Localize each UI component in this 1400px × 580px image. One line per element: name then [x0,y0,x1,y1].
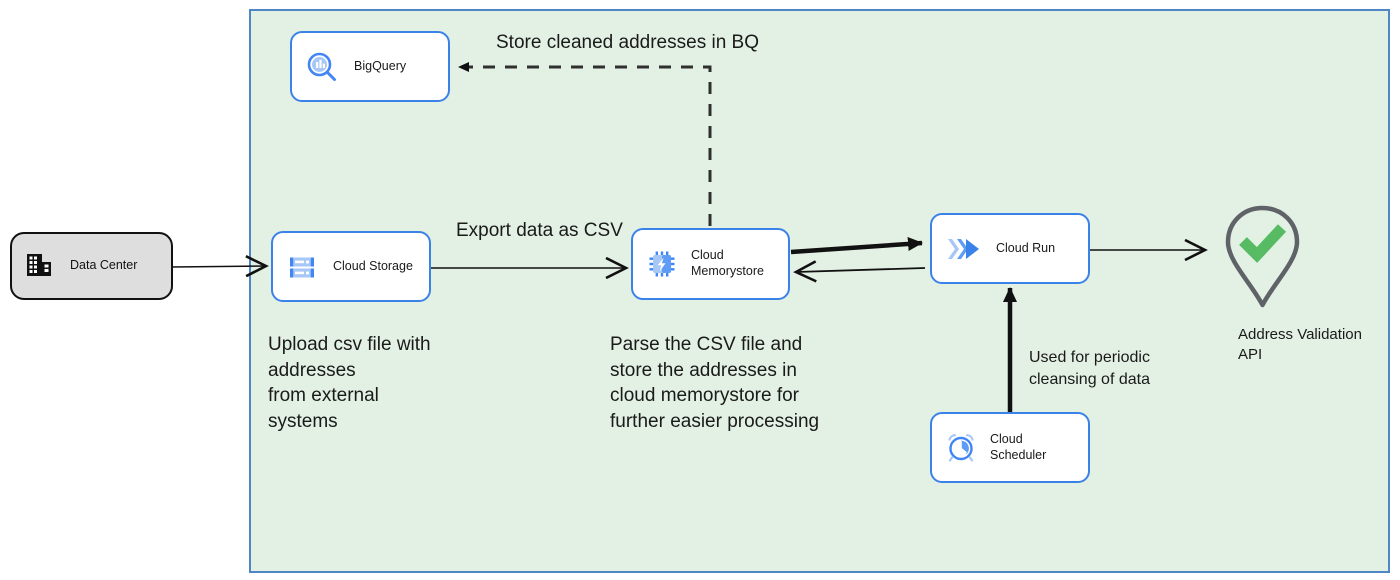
annotation-parse-note: Parse the CSV file and store the address… [610,334,820,432]
node-address-validation-api[interactable] [1215,205,1310,310]
node-cloud-scheduler[interactable]: Cloud Scheduler [930,412,1090,483]
node-cloud-storage[interactable]: Cloud Storage [271,231,431,302]
memorystore-chip-icon [645,247,679,281]
node-label-cloud-storage: Cloud Storage [333,258,413,273]
node-label-bigquery: BigQuery [354,58,407,73]
annotation-upload-note: Upload csv file with addresses from exte… [268,334,431,432]
google-cloud-region-boundary [249,9,1390,573]
node-data-center[interactable]: Data Center [10,232,173,300]
cloud-run-icon [944,232,984,266]
node-label-data-center: Data Center [70,258,138,273]
edge-label-periodic-cleansing: Used for periodic cleansing of data [1029,349,1150,388]
alarm-clock-icon [944,431,978,465]
map-pin-check-icon [1225,205,1300,308]
bigquery-icon [304,49,340,85]
label-address-validation-api: Address Validation API [1238,326,1362,364]
edge-label-export-csv: Export data as CSV [456,220,623,241]
cloud-storage-icon [285,250,319,284]
node-bigquery[interactable]: BigQuery [290,31,450,102]
edge-label-store-in-bq: Store cleaned addresses in BQ [496,32,759,53]
node-label-cloud-scheduler: Cloud Scheduler [990,431,1047,462]
node-label-cloud-run: Cloud Run [996,240,1056,255]
node-cloud-run[interactable]: Cloud Run [930,213,1090,284]
building-icon [22,249,56,283]
node-cloud-memorystore[interactable]: Cloud Memorystore [631,228,790,300]
node-label-cloud-memorystore: Cloud Memorystore [691,248,764,278]
